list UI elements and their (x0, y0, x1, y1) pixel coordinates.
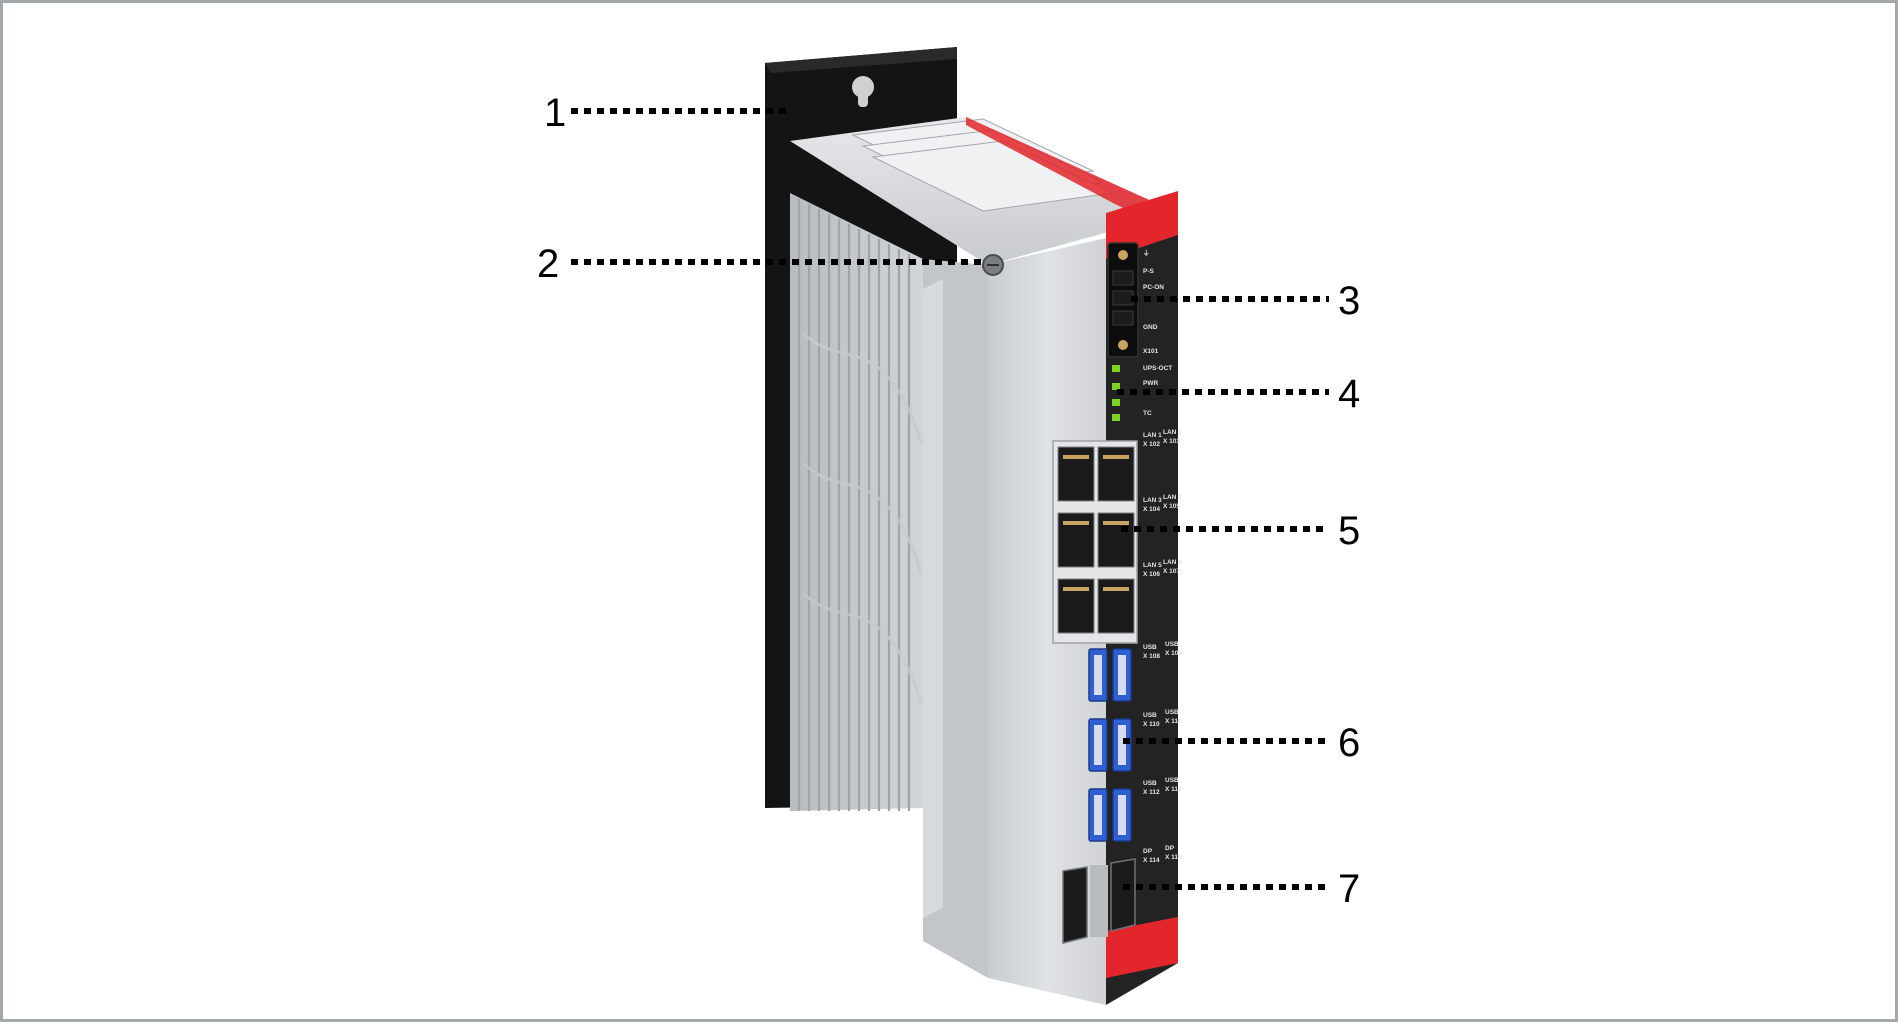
lan-ports (1052, 440, 1138, 644)
callout-5: 5 (1121, 509, 1360, 553)
panel-label-usb-e: USB (1143, 780, 1157, 787)
panel-label-x108: X 108 (1143, 653, 1160, 660)
panel-label-x107: X 107 (1163, 568, 1180, 575)
heatsink-side (790, 193, 923, 811)
panel-label-usb-c: USB (1143, 712, 1157, 719)
panel-label-ground: ⏚ (1143, 249, 1150, 257)
panel-label-x104: X 104 (1143, 506, 1160, 513)
callout-6: 6 (1123, 721, 1360, 765)
callout-number-1: 1 (544, 91, 566, 135)
panel-labels: ⏚ P-S PC-ON GND X101 UPS-OCT PWR TC LAN … (1143, 249, 1182, 864)
panel-label-x103: X 103 (1163, 438, 1180, 445)
panel-label-lan4: LAN 4 (1163, 494, 1182, 501)
callout-1: 1 (544, 91, 789, 135)
panel-label-x115: X 115 (1165, 854, 1182, 861)
keyhole-slot (852, 76, 874, 107)
panel-label-lan6: LAN 6 (1163, 559, 1182, 566)
panel-label-lan3: LAN 3 (1143, 497, 1162, 504)
panel-label-usb-f: USB (1165, 777, 1179, 784)
panel-label-pc-on: PC-ON (1143, 284, 1164, 291)
callout-number-3: 3 (1338, 279, 1360, 323)
panel-label-lan1: LAN 1 (1143, 432, 1162, 439)
power-connector (1107, 242, 1139, 358)
housing-top (790, 117, 1178, 265)
panel-label-x105: X 105 (1163, 503, 1180, 510)
panel-label-dp-a: DP (1143, 848, 1153, 855)
panel-label-x114: X 114 (1143, 857, 1160, 864)
panel-label-tc: TC (1143, 410, 1152, 417)
panel-label-gnd: GND (1143, 324, 1158, 331)
callout-number-5: 5 (1338, 509, 1360, 553)
panel-label-usb-a: USB (1143, 644, 1157, 651)
housing-screw (982, 254, 1004, 276)
callout-7: 7 (1123, 867, 1360, 911)
panel-label-pwr: PWR (1143, 380, 1158, 387)
panel-label-x106: X 106 (1143, 571, 1160, 578)
status-leds (1112, 365, 1120, 421)
device-illustration: ⏚ P-S PC-ON GND X101 UPS-OCT PWR TC LAN … (537, 47, 1360, 1005)
callout-2: 2 (537, 242, 985, 286)
callout-number-7: 7 (1338, 867, 1360, 911)
callout-3: 3 (1131, 279, 1360, 323)
panel-label-usb-b: USB (1165, 641, 1179, 648)
displayport-ports (1062, 858, 1136, 944)
panel-label-lan5: LAN 5 (1143, 562, 1162, 569)
usb-ports (1088, 648, 1132, 842)
callout-number-6: 6 (1338, 721, 1360, 765)
panel-label-x102: X 102 (1143, 441, 1160, 448)
panel-label-x109: X 109 (1165, 650, 1182, 657)
panel-label-x111: X 111 (1165, 718, 1182, 725)
panel-label-x110: X 110 (1143, 721, 1160, 728)
panel-label-ups-oct: UPS-OCT (1143, 365, 1172, 372)
callout-number-4: 4 (1338, 372, 1360, 416)
callout-4: 4 (1117, 372, 1360, 416)
panel-label-x113: X 113 (1165, 786, 1182, 793)
panel-label-ps: P-S (1143, 268, 1155, 275)
panel-label-x101: X101 (1143, 348, 1159, 355)
panel-label-lan2: LAN 2 (1163, 429, 1182, 436)
panel-label-usb-d: USB (1165, 709, 1179, 716)
panel-label-dp-b: DP (1165, 845, 1175, 852)
housing-front (923, 238, 1106, 1005)
panel-label-x112: X 112 (1143, 789, 1160, 796)
callout-number-2: 2 (537, 242, 559, 286)
